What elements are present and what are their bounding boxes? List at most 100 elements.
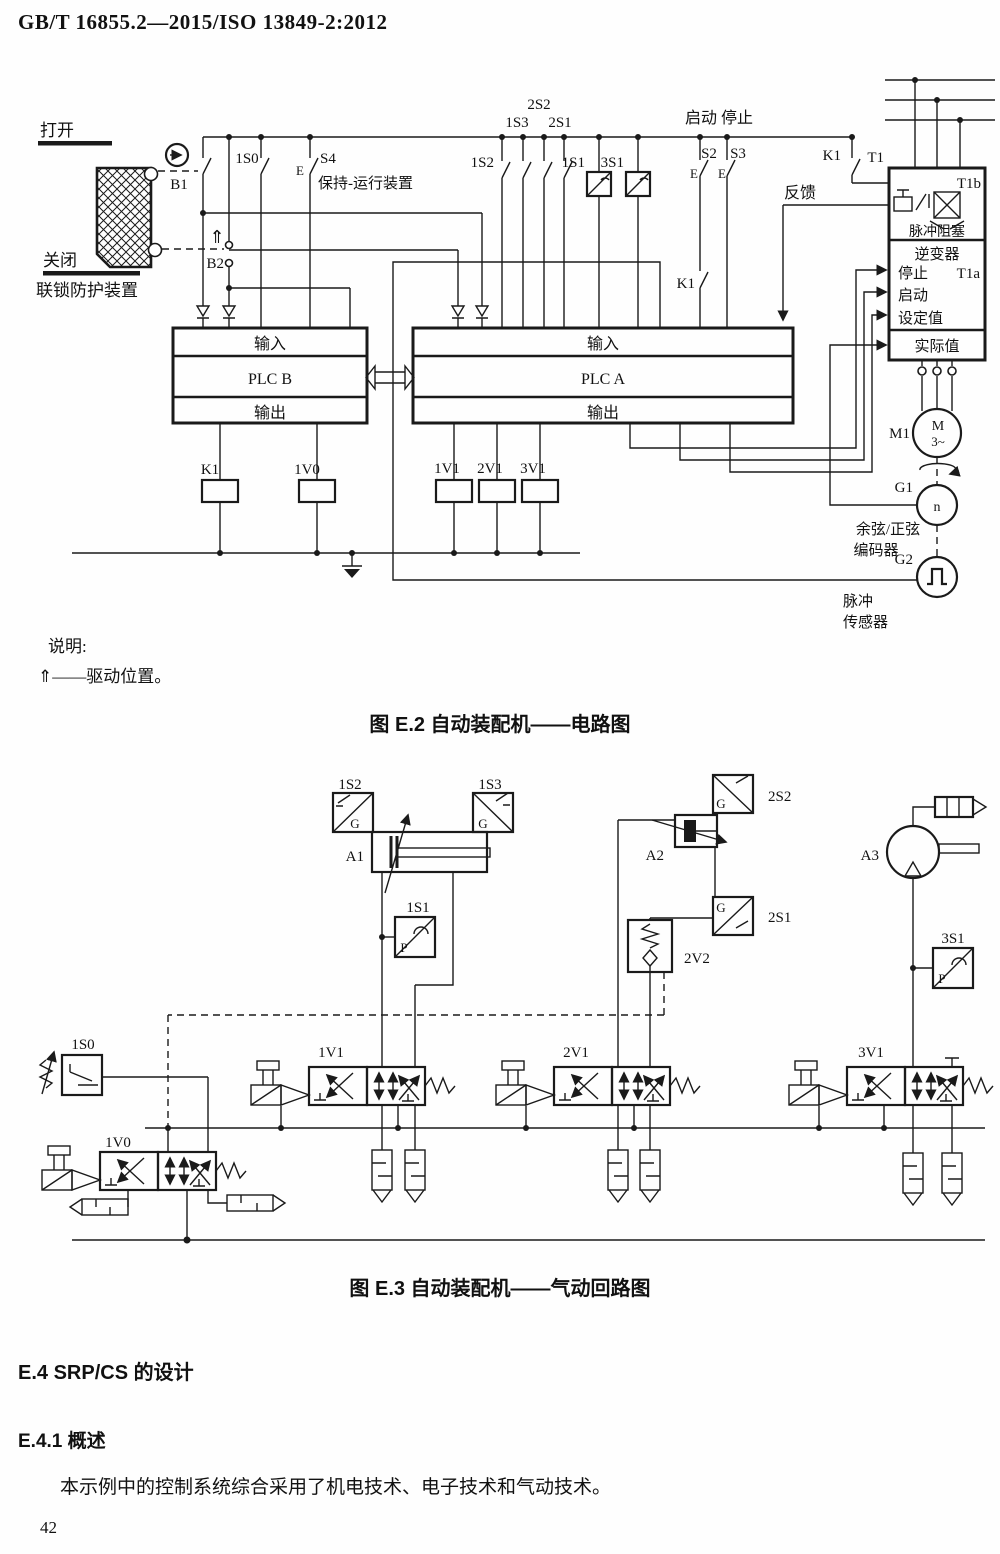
cylinder-a2: [651, 773, 755, 937]
legend-item: ⇑——驱动位置。: [38, 667, 172, 686]
qidong-label: 启动: [685, 109, 717, 127]
s4-label: S4: [320, 151, 336, 167]
encoder-g1: [915, 483, 959, 557]
vacuum-actuator-a3: [885, 795, 988, 1067]
m1-m: M: [932, 419, 945, 434]
b2-label: B2: [206, 256, 224, 272]
fig3-caption: 图 E.3 自动装配机——气动回路图: [349, 1278, 651, 1300]
pressure-sensor-3s1: [931, 946, 975, 990]
page-number: 42: [40, 1518, 57, 1537]
g2-label: G2: [895, 552, 913, 568]
a1-port-lines: [381, 872, 454, 1067]
3s1-label: 3S1: [601, 155, 624, 171]
1v1-coil-label: 1V1: [434, 461, 460, 477]
t1-label: T1: [867, 150, 884, 166]
plca-name: PLC A: [581, 371, 625, 388]
3v1-coil-label: 3V1: [520, 461, 546, 477]
3s1-label: 3S1: [941, 931, 964, 947]
air-bus-and-ports: [68, 1057, 985, 1244]
1s3-label: 1S3: [478, 777, 501, 793]
s2-label: S2: [701, 146, 717, 162]
1s1-label: 1S1: [562, 155, 585, 171]
g-2s1: G: [716, 900, 725, 915]
valve-1v1: [251, 1061, 455, 1105]
open-label: 打开: [40, 121, 74, 140]
pressure-switch-1s0: [38, 1050, 209, 1152]
standard-header: GB/T 16855.2—2015/ISO 13849-2:2012: [18, 10, 388, 34]
guard-label: 联锁防护装置: [36, 281, 138, 300]
k1-aux-label: K1: [677, 276, 695, 292]
close-label: 关闭: [43, 251, 77, 270]
valve-1v0: [42, 1146, 246, 1190]
fig2-caption: 图 E.2 自动装配机——电路图: [369, 714, 631, 736]
m1-3ph: 3~: [931, 434, 945, 449]
3v1-label: 3V1: [858, 1045, 884, 1061]
plca-in: 输入: [587, 335, 619, 353]
inverter-label: 逆变器: [914, 246, 959, 263]
1v1-label: 1V1: [318, 1045, 344, 1061]
actuator-arrow-icon: [164, 142, 190, 168]
s3-label: S3: [730, 146, 746, 162]
t-setv: 设定值: [898, 310, 943, 327]
valve-2v1: [496, 1061, 700, 1105]
g1-label: G1: [895, 480, 913, 496]
b1-label: B1: [170, 177, 188, 193]
t-actv: 实际值: [914, 338, 959, 355]
a3-label: A3: [861, 848, 879, 864]
plcb-name: PLC B: [248, 371, 292, 388]
1s3-label: 1S3: [505, 115, 528, 131]
s2-e: E: [690, 166, 698, 181]
g-1s3: G: [478, 816, 487, 831]
motor-m1: [911, 360, 963, 485]
g-1s2: G: [350, 816, 359, 831]
k1-main-label: K1: [823, 148, 841, 164]
g1-n: n: [934, 500, 941, 515]
1v0-coil-label: 1V0: [294, 462, 320, 478]
body-paragraph: 本示例中的控制系统综合采用了机电技术、电子技术和气动技术。: [60, 1477, 612, 1498]
1s1-label: 1S1: [406, 900, 429, 916]
pulse-sensor-g2: [915, 555, 959, 599]
1v0-label: 1V0: [105, 1135, 131, 1151]
plcb-in: 输入: [254, 335, 286, 353]
k1-coil-label: K1: [201, 462, 219, 478]
check-valve-2v2: [167, 819, 713, 1128]
plc-interconnect-arrow: [365, 363, 415, 392]
output-coils: [72, 423, 580, 578]
s3-e: E: [718, 166, 726, 181]
s0-label: 1S0: [235, 151, 258, 167]
t1b-label: T1b: [957, 176, 981, 192]
2s2-label: 2S2: [768, 789, 791, 805]
fankui-label: 反馈: [784, 184, 816, 202]
2v1-coil-label: 2V1: [477, 461, 503, 477]
plca-out: 输出: [587, 404, 619, 422]
1s0-label: 1S0: [71, 1037, 94, 1053]
1s2-label: 1S2: [338, 777, 361, 793]
section-e41-heading: E.4.1 概述: [18, 1431, 106, 1452]
encoder-line2: 编码器: [853, 542, 898, 559]
2s2-label: 2S2: [527, 97, 550, 113]
2s1-label: 2S1: [768, 910, 791, 926]
a2-label: A2: [646, 848, 664, 864]
t-stop: 停止: [898, 265, 928, 282]
a1-label: A1: [346, 849, 364, 865]
s4-desc: 保持-运行装置: [318, 175, 413, 192]
pulse-line2: 传感器: [843, 614, 888, 631]
three-phase-lines: [885, 77, 995, 168]
p-3s1: P: [938, 971, 945, 986]
cylinder-a1: [331, 791, 515, 894]
tingzhi-label: 停止: [721, 109, 753, 127]
m1-label: M1: [889, 426, 910, 442]
drive-pos-arrow: ⇑: [209, 227, 224, 247]
2v2-label: 2V2: [684, 951, 710, 967]
2v1-label: 2V1: [563, 1045, 589, 1061]
2s1-label: 2S1: [548, 115, 571, 131]
t-start: 启动: [898, 287, 928, 304]
plcb-out: 输出: [254, 404, 286, 422]
pulse-line1: 脉冲: [843, 593, 873, 610]
1s2-label: 1S2: [471, 155, 494, 171]
legend-title: 说明:: [48, 637, 87, 656]
p-1s1: P: [400, 940, 407, 955]
